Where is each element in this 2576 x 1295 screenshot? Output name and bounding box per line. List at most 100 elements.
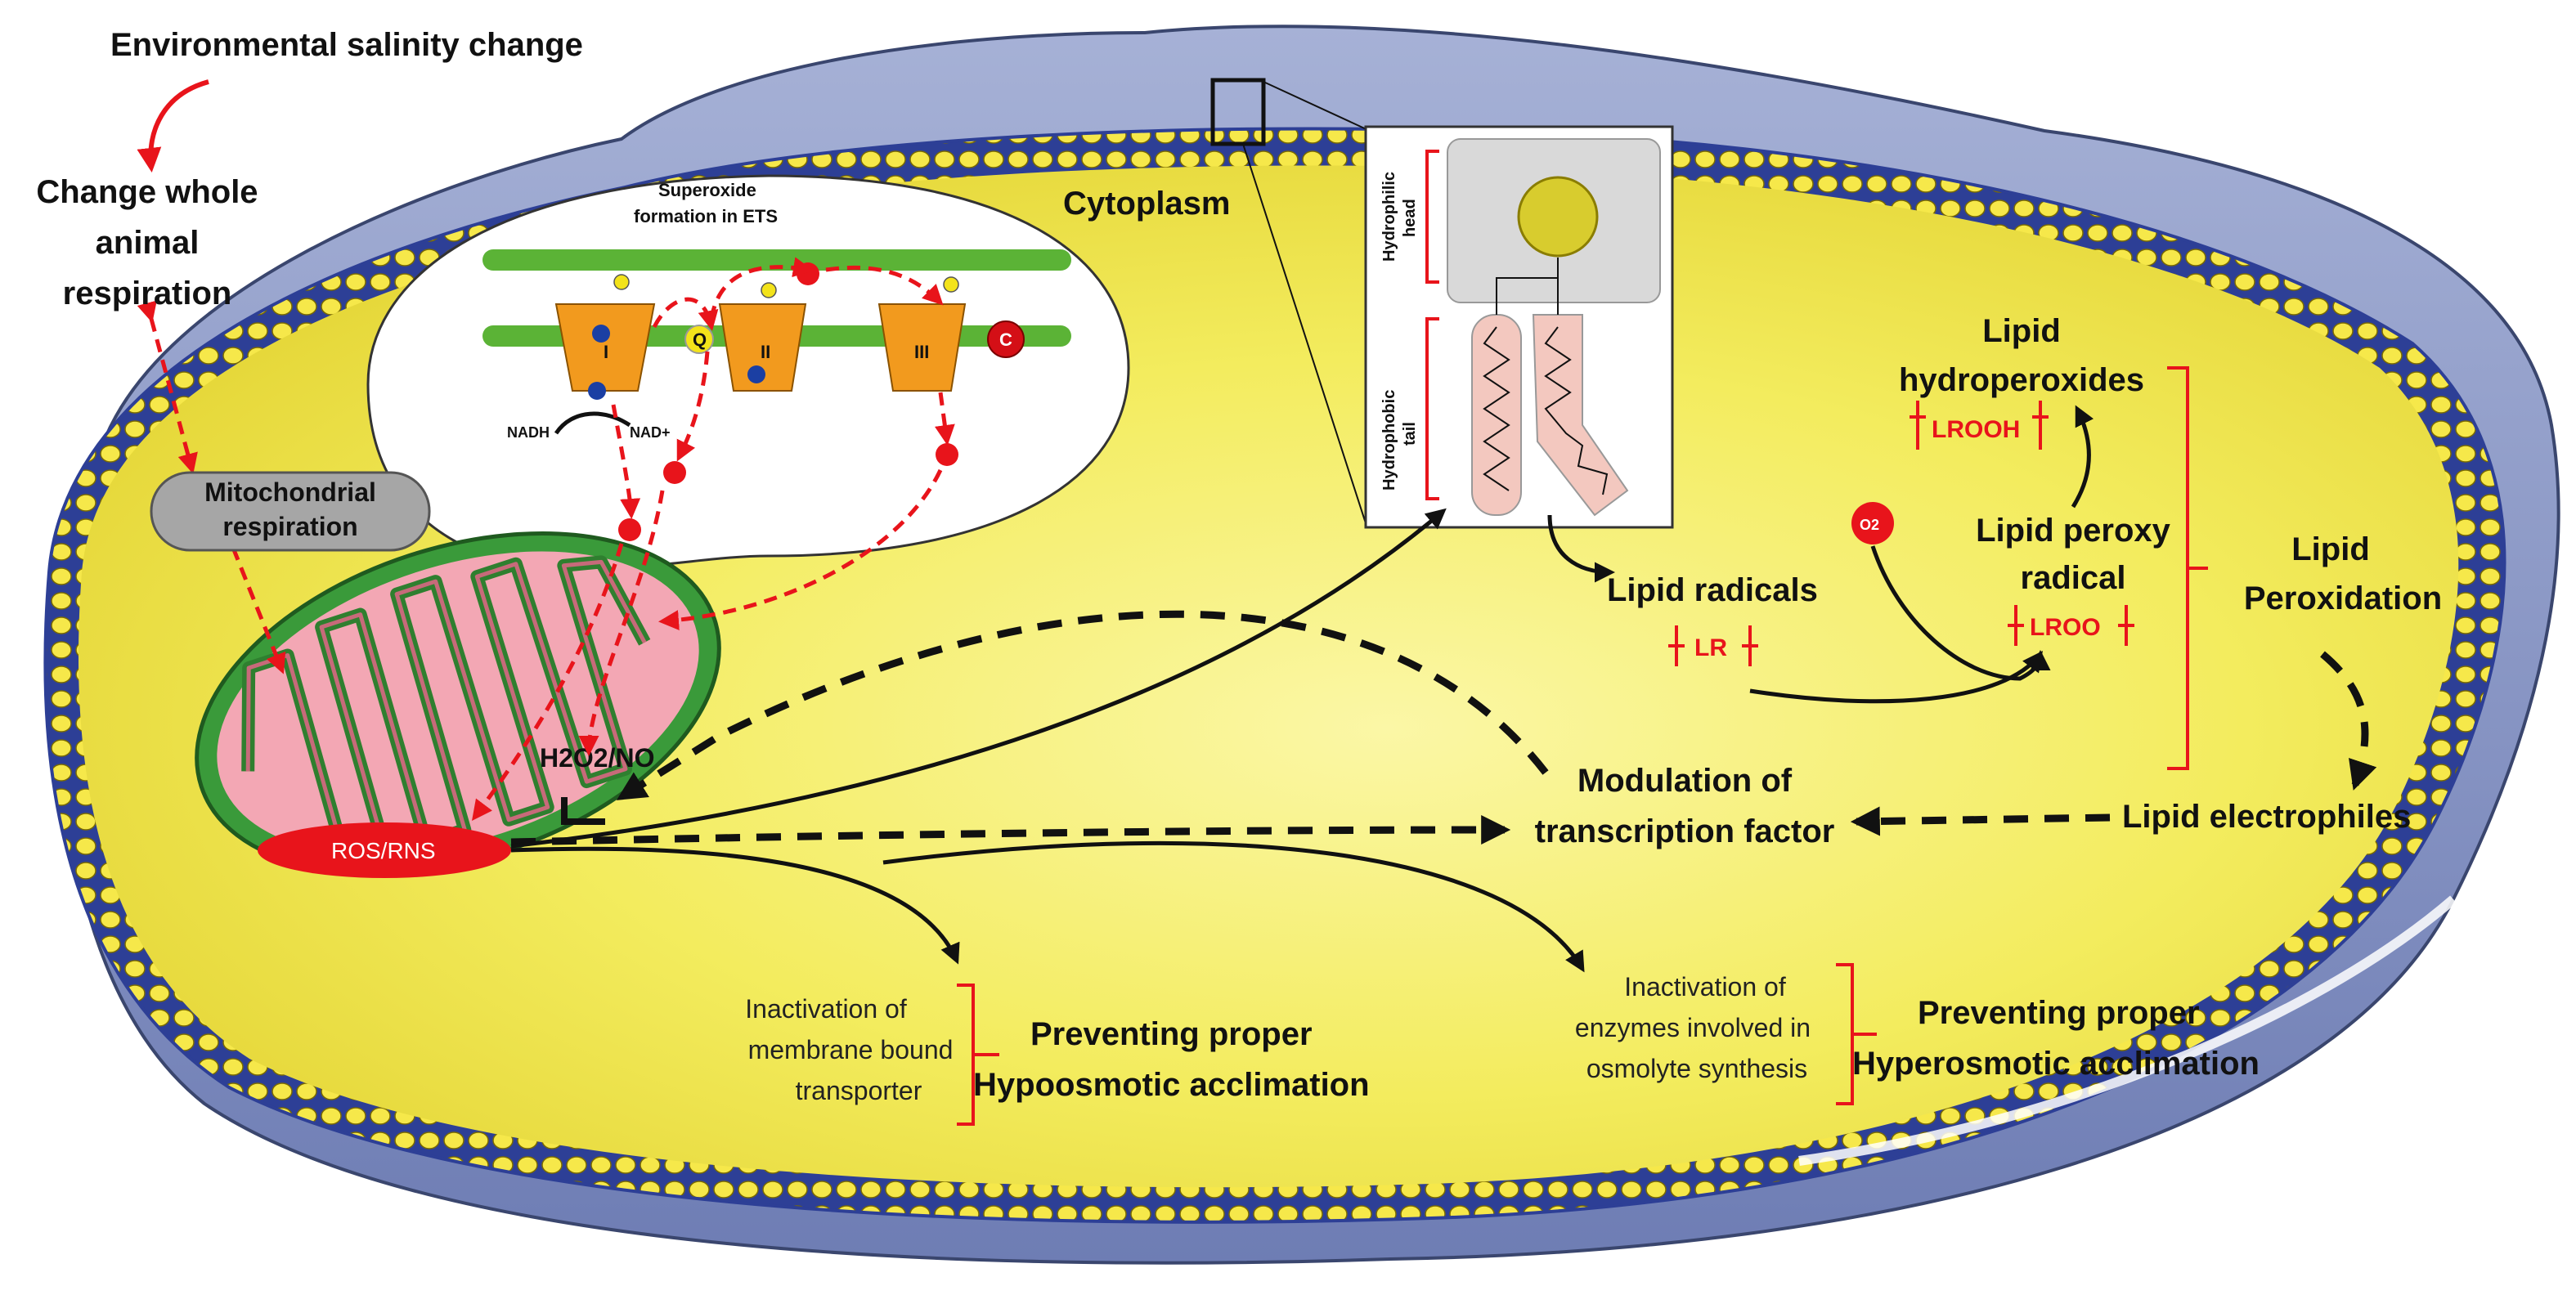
zigzag-2 — [1544, 326, 1609, 495]
o2-radical-icon — [1851, 502, 1894, 544]
cytoplasm-label: Cytoplasm — [1063, 186, 1231, 222]
hydrophilic-head-2: head — [1401, 199, 1419, 237]
superoxide-title-2: formation in ETS — [634, 206, 778, 226]
nadh-arrow — [554, 411, 631, 435]
ets-red-path-2 — [709, 257, 814, 320]
svg-text:LROOH: LROOH — [1932, 416, 2020, 443]
ets-membrane-top — [482, 249, 1071, 271]
change-whole-1: Change whole — [36, 174, 258, 210]
o2-to-mito-1 — [658, 468, 943, 631]
complex-ii-label: II — [761, 342, 770, 362]
hyper-1: Preventing proper — [1918, 995, 2200, 1031]
svg-text:LR: LR — [1694, 634, 1727, 661]
hypo-2: Hypoosmotic acclimation — [973, 1067, 1370, 1103]
ros-rns-ellipse — [258, 822, 511, 878]
lipid-radicals-label: Lipid radicals — [1607, 572, 1818, 608]
hydrophobic-tail-1: Hydrophobic — [1380, 390, 1398, 491]
q-label: Q — [693, 329, 707, 350]
head-bracket — [1425, 150, 1439, 284]
lipid-hydroperoxides-2: hydroperoxides — [1899, 362, 2144, 398]
inact-enzymes-1: Inactivation of — [1624, 972, 1786, 1001]
salinity-arrow — [137, 79, 209, 173]
lipid-peroxidation-1: Lipid — [2291, 531, 2370, 567]
head-connector — [1496, 258, 1559, 315]
peroxy-to-hydroperoxides — [2071, 405, 2094, 509]
tail-to-radicals — [1547, 514, 1615, 583]
electron-dot-3 — [943, 276, 959, 293]
ros-to-transporter — [510, 846, 960, 965]
ets-red-path-3 — [825, 265, 944, 306]
lipid-peroxy-1: Lipid peroxy — [1976, 513, 2171, 549]
mito-respiration-label-1: Mitochondrial — [204, 477, 376, 507]
hypo-1: Preventing proper — [1030, 1016, 1313, 1052]
lrooh-tag: LROOH — [1910, 401, 2049, 450]
o2-dot-4 — [618, 518, 641, 541]
modulation-1: Modulation of — [1577, 763, 1793, 799]
radicals-to-peroxy — [1749, 651, 2044, 704]
inact-transporter-2: membrane bound — [748, 1035, 954, 1064]
fatty-tail-2 — [1532, 314, 1629, 517]
ros-to-enzymes — [882, 840, 1585, 973]
change-whole-2: animal — [96, 225, 200, 261]
o2-dot-3 — [936, 443, 958, 466]
h2o2-no-label: H2O2/NO — [540, 743, 654, 773]
lroo-tag: LROO — [2008, 605, 2134, 646]
lr-tag: LR — [1668, 625, 1758, 666]
zoom-line-2 — [1242, 143, 1367, 524]
complex-ii — [718, 303, 807, 392]
inact-enzymes-3: osmolyte synthesis — [1586, 1054, 1807, 1083]
peroxidation-to-electrophiles — [2320, 651, 2377, 791]
respiration-link-1 — [137, 300, 198, 474]
modulation-2: transcription factor — [1535, 813, 1835, 849]
mito-respiration-label-2: respiration — [222, 512, 357, 541]
hyper-2: Hyperosmotic acclimation — [1852, 1046, 2260, 1082]
ets-red-path-6 — [611, 404, 641, 519]
complex-i-label: I — [604, 342, 608, 362]
cytoplasm-shine — [1798, 895, 2457, 1166]
enzymes-bracket — [1836, 963, 1877, 1105]
o2-dot-1 — [797, 262, 819, 285]
c-carrier-icon — [987, 320, 1025, 358]
hydrophobic-tail-2: tail — [1401, 422, 1419, 446]
lipid-hydroperoxides-1: Lipid — [1982, 313, 2061, 349]
h2o2-inhibit-bar — [561, 797, 605, 825]
tail-bracket — [1425, 317, 1439, 500]
env-salinity-label: Environmental salinity change — [110, 27, 583, 63]
c-label: C — [999, 329, 1012, 350]
lipid-electrophiles-label: Lipid electrophiles — [2122, 799, 2411, 835]
electron-dot-1 — [613, 274, 630, 290]
zigzag-1 — [1483, 326, 1510, 491]
peroxidation-bracket — [2167, 366, 2208, 770]
mito-respiration-box — [150, 471, 431, 552]
electrophiles-to-modulation — [1850, 806, 2111, 836]
ros-to-modulation — [510, 815, 1511, 846]
change-whole-3: respiration — [63, 276, 232, 311]
o2-dot-2 — [663, 461, 686, 484]
blue-carrier-2 — [588, 382, 606, 400]
phosphate-icon — [1517, 176, 1599, 258]
o2-radical-label: O2 — [1860, 517, 1879, 533]
zoom-line-1 — [1263, 81, 1371, 132]
superoxide-title-1: Superoxide — [658, 180, 756, 200]
lipid-peroxy-2: radical — [2021, 560, 2126, 596]
fatty-tail-1 — [1471, 314, 1522, 516]
ros-to-membrane — [510, 508, 1447, 849]
complex-iii-label: III — [914, 342, 929, 362]
blue-carrier-1 — [592, 325, 610, 343]
o2-to-mito-3 — [472, 543, 624, 822]
respiration-link-2 — [217, 528, 286, 674]
inact-enzymes-2: enzymes involved in — [1575, 1013, 1811, 1042]
svg-text:LROO: LROO — [2030, 614, 2101, 641]
lipid-peroxidation-2: Peroxidation — [2244, 580, 2442, 616]
ets-red-path-1 — [652, 297, 719, 331]
inact-transporter-1: Inactivation of — [745, 994, 907, 1024]
hydrophilic-head-1: Hydrophilic — [1380, 172, 1398, 262]
transporter-bracket — [957, 984, 999, 1126]
ros-rns-label: ROS/RNS — [331, 838, 436, 863]
modulation-to-mito — [616, 610, 1549, 800]
electron-dot-2 — [761, 282, 777, 298]
complex-i — [554, 303, 656, 392]
nad-label: NAD+ — [630, 424, 671, 441]
